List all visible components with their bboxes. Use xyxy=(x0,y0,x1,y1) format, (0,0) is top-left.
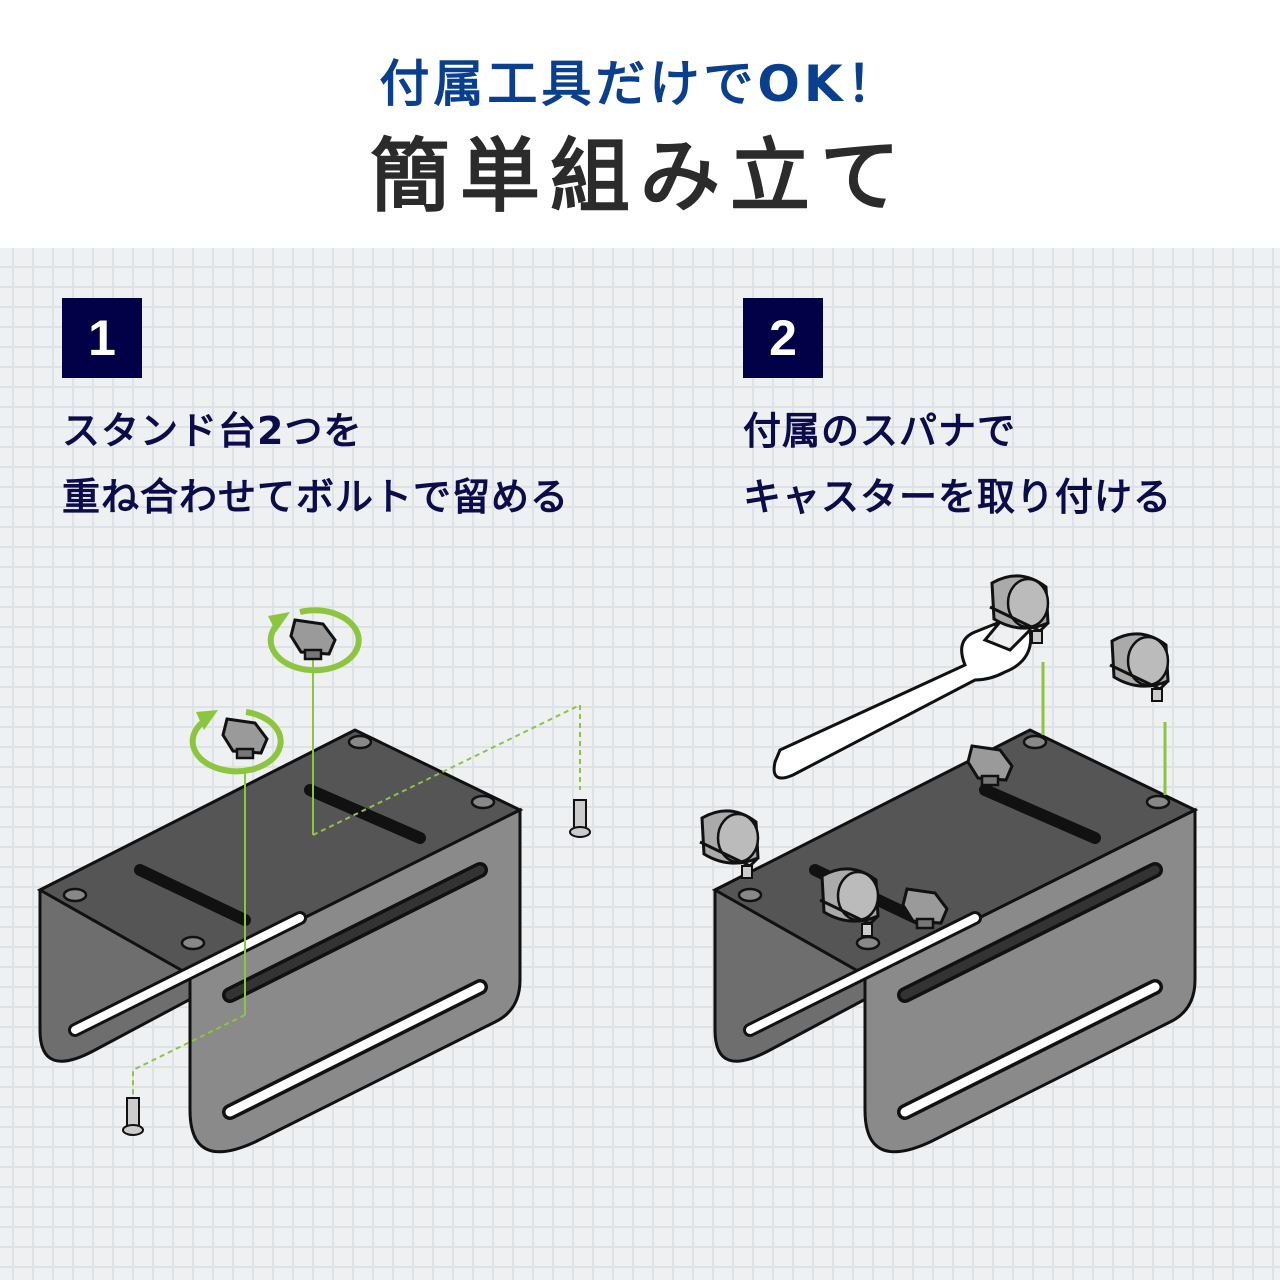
stand-2 xyxy=(715,730,1195,1152)
rotate-arrow-icon xyxy=(267,607,362,674)
step-2-text: 付属のスパナで キャスターを取り付ける xyxy=(743,398,1172,530)
stand-1 xyxy=(40,730,520,1152)
caster-icon xyxy=(1108,632,1170,703)
bolt-icon xyxy=(122,799,591,1136)
thumb-screw-icon xyxy=(289,618,337,661)
step-2-illustration xyxy=(698,574,1195,1152)
step-2-line-1: 付属のスパナで xyxy=(743,409,1017,453)
wrench-icon xyxy=(772,620,1033,780)
caster-icon xyxy=(698,809,760,880)
rotate-arrow-icon xyxy=(189,709,284,775)
step-2-badge: 2 xyxy=(743,298,823,378)
header: 付属工具だけでOK！ 簡単組み立て xyxy=(0,0,1280,248)
step-1-badge: 1 xyxy=(62,298,142,378)
step-1-text: スタンド台2つを 重ね合わせてボルトで留める xyxy=(62,398,569,530)
headline-subtitle: 付属工具だけでOK！ xyxy=(379,55,901,113)
caster-icon xyxy=(988,574,1050,645)
step-1-line-1: スタンド台2つを xyxy=(62,409,363,453)
headline-title: 簡単組み立て xyxy=(370,130,910,223)
step-1-illustration xyxy=(40,607,591,1152)
thumb-screw-icon xyxy=(221,717,269,760)
step-2-line-2: キャスターを取り付ける xyxy=(743,475,1173,519)
step-1-line-2: 重ね合わせてボルトで留める xyxy=(62,475,570,519)
